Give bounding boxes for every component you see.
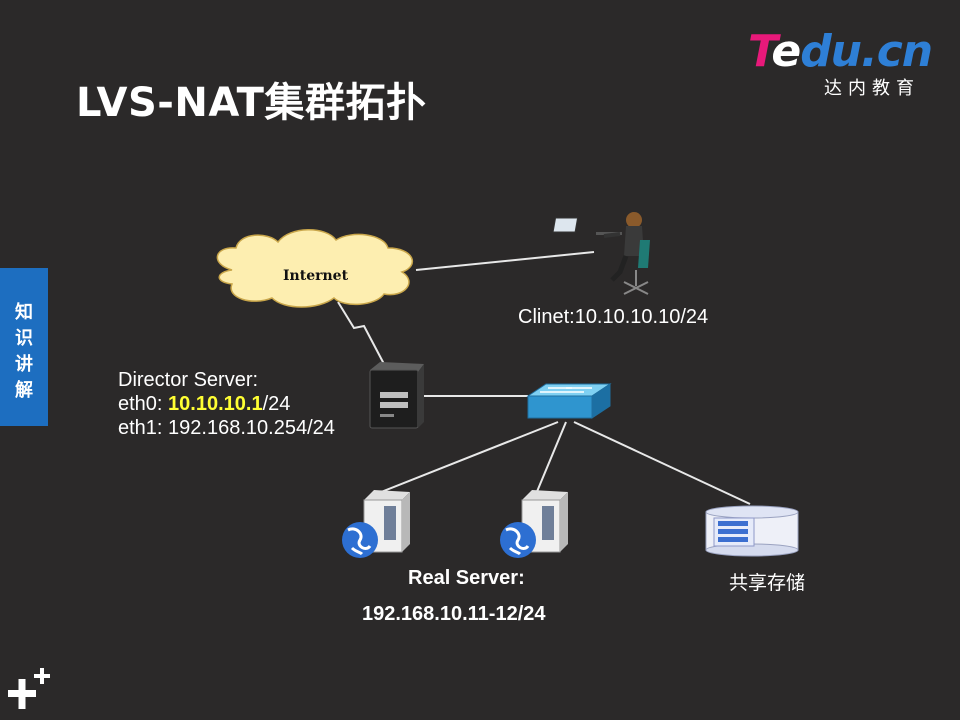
director-server-label: Director Server: eth0: 10.10.10.1/24 eth… bbox=[118, 368, 335, 440]
cloud-icon bbox=[216, 229, 414, 308]
director-eth0: eth0: 10.10.10.1/24 bbox=[118, 393, 291, 415]
internet-label: Internet bbox=[283, 268, 349, 284]
client-user-icon bbox=[552, 212, 650, 295]
link-internet-client bbox=[415, 251, 595, 271]
logo-subtitle: 达内教育 bbox=[824, 78, 920, 99]
logo-wordmark: Tedu.cn bbox=[748, 26, 933, 77]
shared-storage-label: 共享存储 bbox=[729, 572, 806, 594]
link-switch-storage bbox=[573, 421, 751, 505]
client-address-label: Clinet:10.10.10.10/24 bbox=[518, 306, 709, 328]
section-tab-knowledge: 知 识 讲 解 bbox=[0, 268, 48, 426]
real-server-ips: 192.168.10.11-12/24 bbox=[362, 603, 546, 625]
director-eth1: eth1: 192.168.10.254/24 bbox=[118, 417, 335, 439]
side-tab-char: 解 bbox=[15, 380, 33, 401]
page-title: LVS-NAT集群拓扑 bbox=[76, 80, 427, 126]
side-tab-char: 识 bbox=[15, 328, 33, 349]
real-server-2-icon bbox=[500, 490, 568, 558]
side-tab-char: 讲 bbox=[15, 354, 33, 375]
link-switch-realserver1 bbox=[375, 421, 559, 495]
plus-decoration-icon bbox=[8, 668, 50, 709]
real-server-label: Real Server: bbox=[408, 567, 525, 589]
link-switch-realserver2 bbox=[535, 421, 567, 495]
switch-icon bbox=[526, 383, 612, 419]
side-tab-char: 知 bbox=[15, 302, 33, 323]
director-server-icon bbox=[369, 362, 424, 429]
shared-storage-icon bbox=[705, 505, 799, 557]
director-eth0-ip: 10.10.10.1 bbox=[168, 393, 263, 415]
real-server-1-icon bbox=[342, 490, 410, 558]
tedu-logo: Tedu.cn 达内教育 bbox=[748, 26, 933, 99]
link-internet-director bbox=[337, 301, 385, 365]
director-name: Director Server: bbox=[118, 369, 259, 391]
